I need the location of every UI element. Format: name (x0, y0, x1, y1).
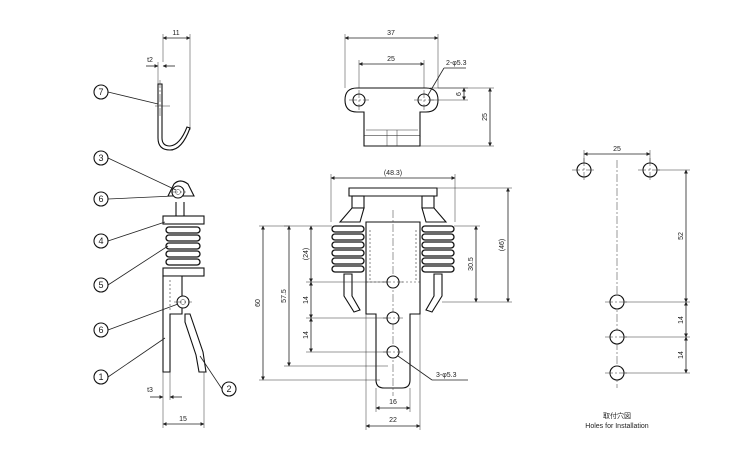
front-hole-note: 3-φ5.3 (436, 372, 457, 379)
callout-balloon-4 (93, 233, 109, 249)
callout-balloon-7 (93, 84, 109, 100)
strike-overall-dim: 37 (387, 30, 395, 37)
front-60-dim: 60 (255, 299, 262, 307)
strike-height-dim: 25 (482, 113, 489, 121)
callout-balloon-5 (93, 277, 109, 293)
strike-pitch-dim: 25 (387, 56, 395, 63)
front-16-dim: 16 (389, 399, 397, 406)
callout-label: 7 (98, 87, 103, 97)
callout-label: 4 (98, 236, 103, 246)
front-14b-dim: 14 (303, 331, 310, 339)
front-14a-dim: 14 (303, 296, 310, 304)
callout-label: 6 (98, 194, 103, 204)
callout-balloon-3 (93, 150, 109, 166)
hook-side-view: 11 t2 (146, 30, 191, 151)
mount-pitch-dim: 25 (613, 146, 621, 153)
callout-balloon-1 (93, 369, 109, 385)
callout-label: 5 (98, 280, 103, 290)
callout-label: 3 (98, 153, 103, 163)
side-spring (165, 226, 201, 266)
mounting-hole-pattern: 25 52 14 14 取付穴図 Holes for Installation (572, 146, 690, 430)
latch-front-view: (48.3) (255, 170, 512, 430)
front-24-dim: (24) (303, 248, 310, 260)
mount-14b-dim: 14 (678, 351, 685, 359)
callout-label: 6 (98, 325, 103, 335)
strike-plate-view: 37 25 2-φ5.3 6 25 (344, 30, 494, 147)
callout-label: 2 (226, 384, 231, 394)
strike-hole-offset-dim: 6 (456, 92, 463, 96)
callout-balloon-2 (221, 381, 237, 397)
front-57-5-dim: 57.5 (281, 289, 288, 303)
callout-label: 1 (98, 372, 103, 382)
mount-caption-en: Holes for Installation (585, 423, 649, 430)
front-30-5-dim: 30.5 (468, 257, 475, 271)
side-width-dim: 15 (179, 416, 187, 423)
strike-hole-note: 2-φ5.3 (446, 60, 467, 67)
hook-width-dim: 11 (172, 30, 179, 37)
mount-14a-dim: 14 (678, 316, 685, 324)
callout-balloon-6-upper (93, 191, 109, 207)
callouts: 7 3 6 4 5 6 1 2 (93, 84, 237, 397)
callout-balloon-6-lower (93, 322, 109, 338)
front-spring-left (331, 225, 365, 273)
side-thickness-dim: t3 (147, 387, 153, 394)
mount-caption-jp: 取付穴図 (603, 411, 631, 420)
mount-52-dim: 52 (678, 232, 685, 240)
front-22-dim: 22 (389, 417, 397, 424)
hook-thickness-dim: t2 (147, 57, 153, 64)
front-width-ref-dim: (48.3) (384, 170, 402, 177)
front-spring-right (421, 225, 455, 273)
front-46-dim: (46) (499, 239, 506, 251)
